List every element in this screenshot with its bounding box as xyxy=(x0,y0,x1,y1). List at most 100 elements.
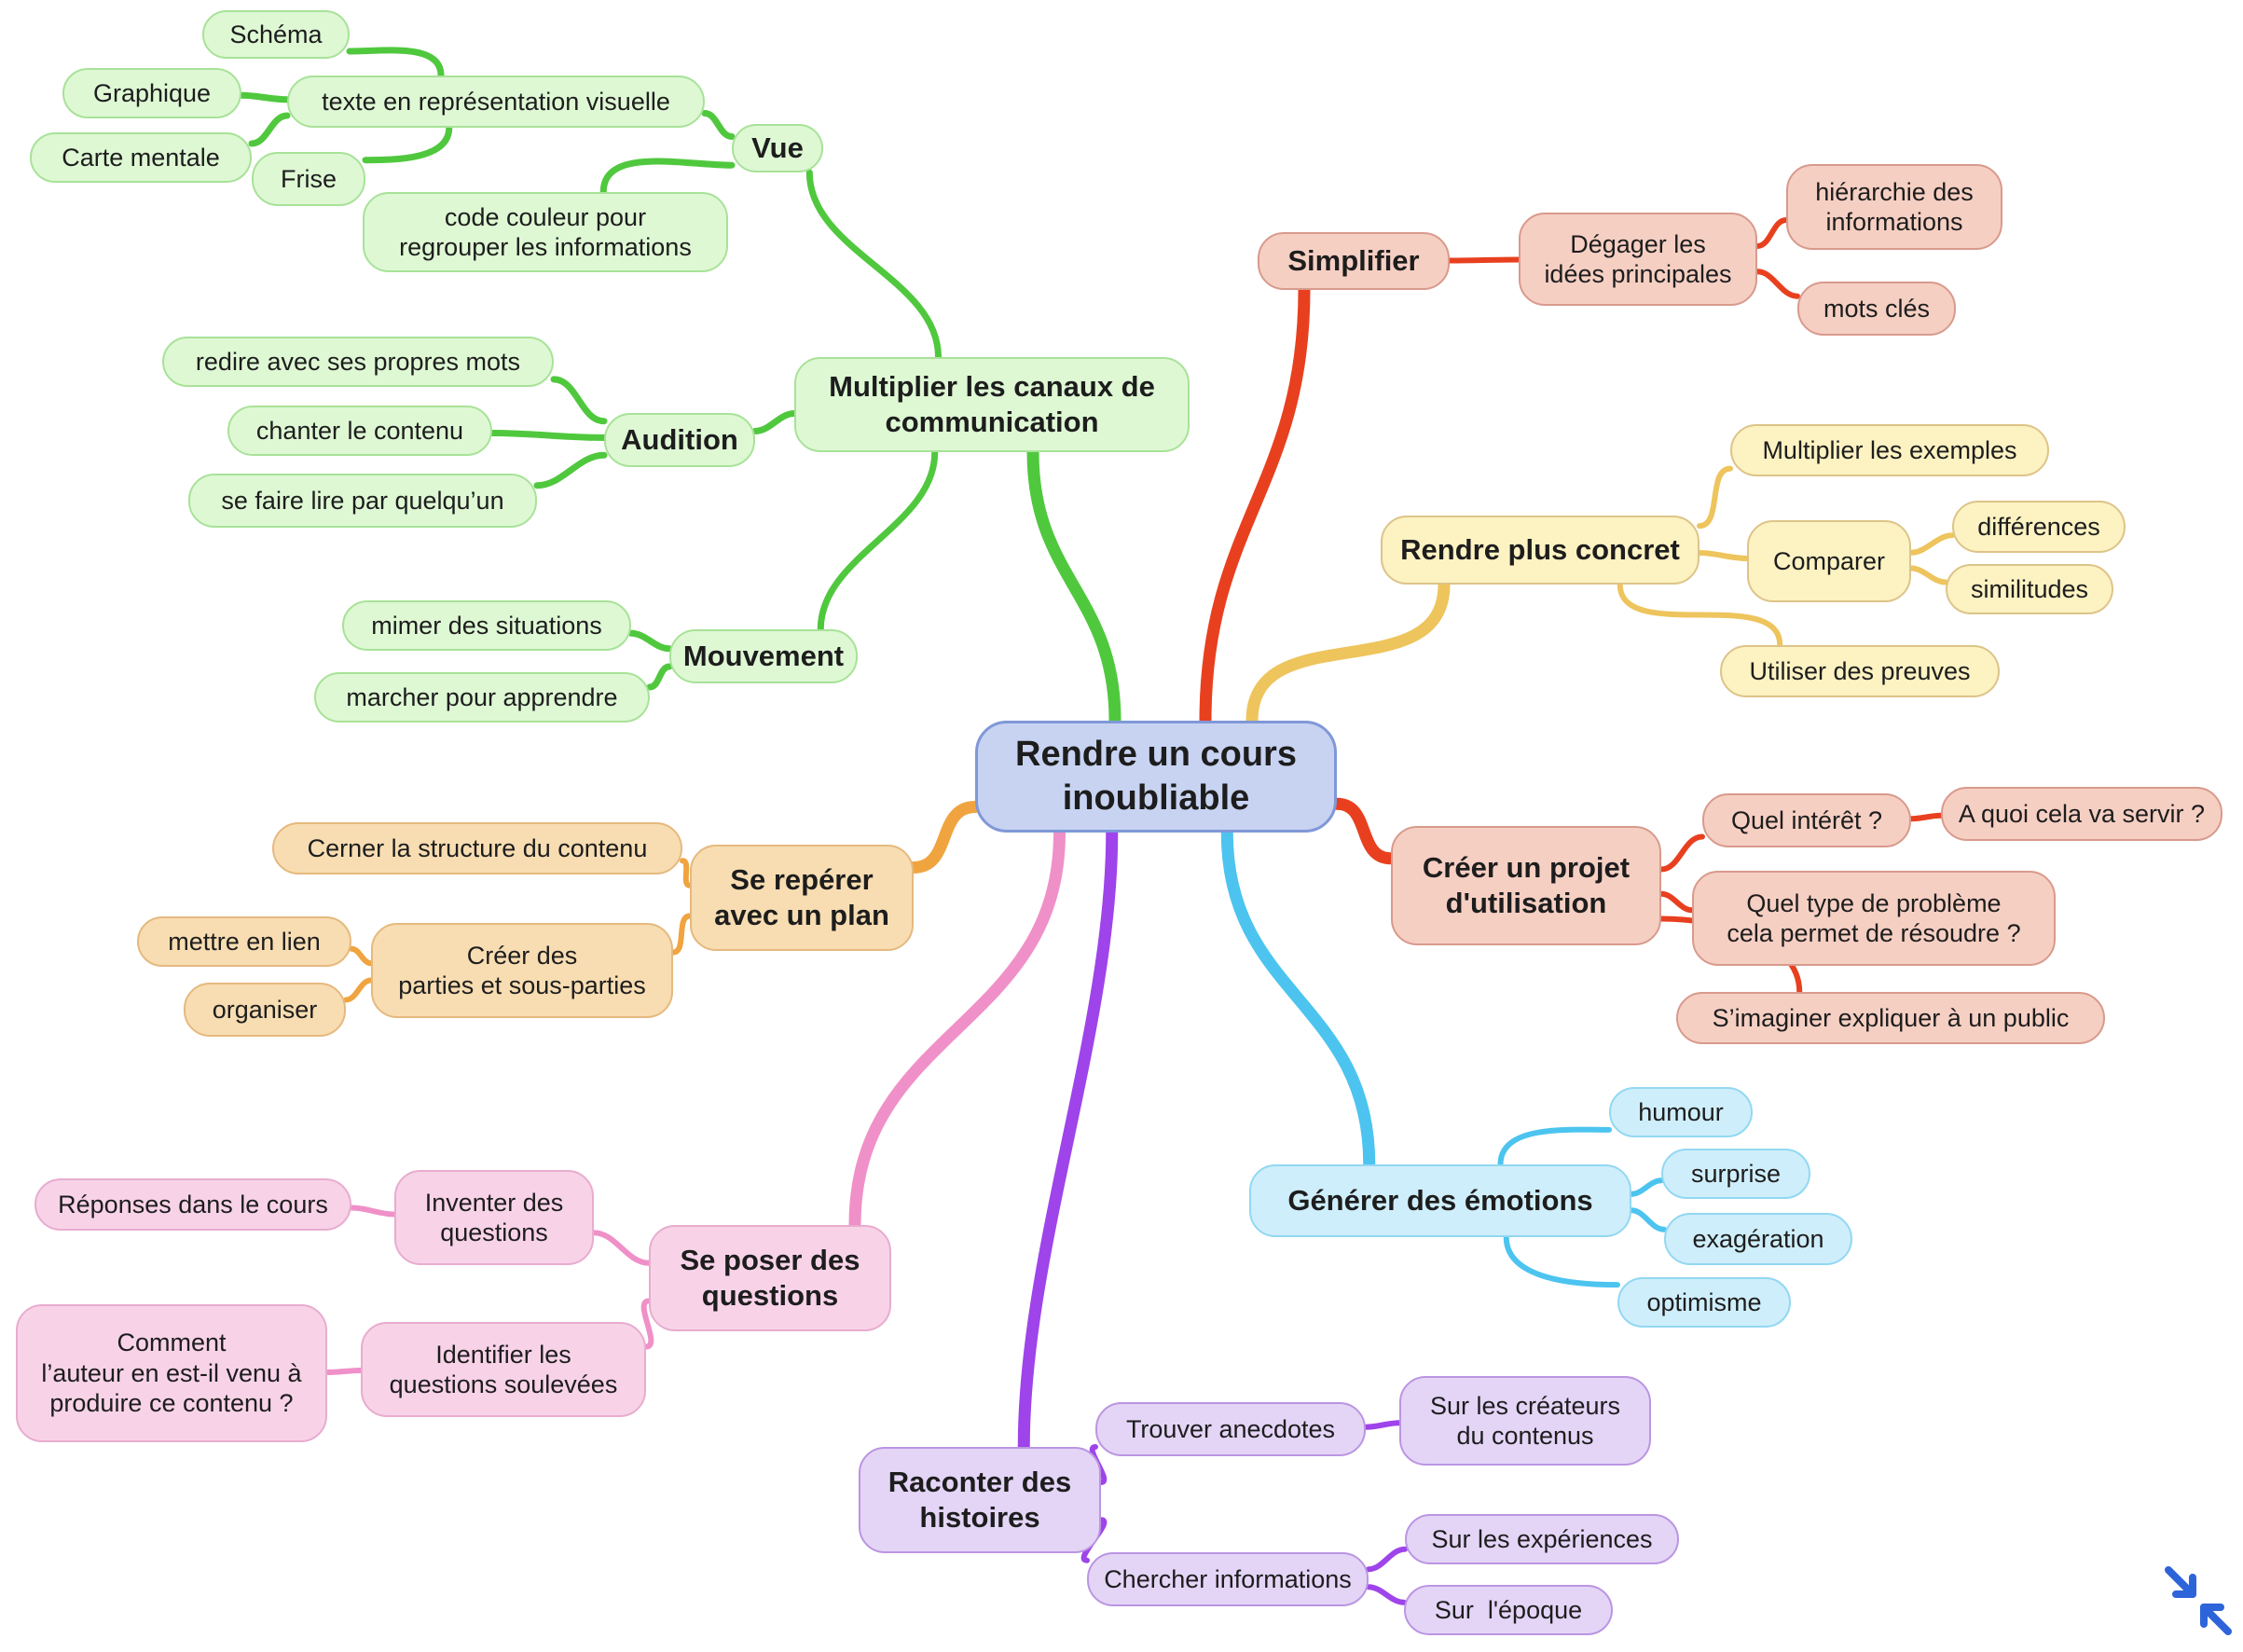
node-raconter[interactable]: Raconter des histoires xyxy=(859,1447,1101,1553)
connector-mouvement-mimer xyxy=(627,629,673,653)
node-identifier[interactable]: Identifier les questions soulevées xyxy=(361,1322,646,1417)
connector-audition-chanter xyxy=(489,430,608,441)
node-texte-visuel[interactable]: texte en représentation visuelle xyxy=(287,76,705,128)
node-experiences[interactable]: Sur les expériences xyxy=(1405,1514,1679,1564)
node-quel-type[interactable]: Quel type de problème cela permet de rés… xyxy=(1692,871,2056,966)
connector-trouver-createurs xyxy=(1363,1420,1402,1430)
node-center[interactable]: Rendre un cours inoubliable xyxy=(975,721,1337,833)
connector-chercher-experiences xyxy=(1366,1546,1408,1573)
node-frise[interactable]: Frise xyxy=(252,152,365,206)
node-optimisme[interactable]: optimisme xyxy=(1617,1277,1791,1328)
node-se-poser[interactable]: Se poser des questions xyxy=(649,1225,891,1331)
collapse-icon[interactable] xyxy=(2155,1555,2241,1645)
node-audition[interactable]: Audition xyxy=(604,413,755,467)
node-carte-mentale[interactable]: Carte mentale xyxy=(30,132,252,183)
connector-center-rendre-concret xyxy=(1245,578,1451,727)
node-graphique[interactable]: Graphique xyxy=(62,68,241,118)
node-rendre-concret[interactable]: Rendre plus concret xyxy=(1381,516,1699,585)
connector-center-raconter xyxy=(1017,826,1119,1453)
connector-simplifier-degager xyxy=(1447,256,1521,264)
node-se-faire-lire[interactable]: se faire lire par quelqu’un xyxy=(188,474,537,528)
node-creer-projet[interactable]: Créer un projet d'utilisation xyxy=(1391,826,1661,945)
node-vue[interactable]: Vue xyxy=(732,124,823,172)
connector-rendre-concret-utiliser-preuves xyxy=(1617,582,1783,648)
node-epoque[interactable]: Sur l'époque xyxy=(1404,1585,1613,1635)
connector-mouvement-marcher xyxy=(646,663,673,691)
node-redire[interactable]: redire avec ses propres mots xyxy=(162,337,554,387)
node-se-reperer[interactable]: Se repérer avec un plan xyxy=(690,845,914,951)
connector-multiplier-canaux-audition xyxy=(751,410,798,434)
node-exageration[interactable]: exagération xyxy=(1664,1213,1852,1265)
node-reponses[interactable]: Réponses dans le cours xyxy=(34,1178,351,1231)
node-mettre-lien[interactable]: mettre en lien xyxy=(137,916,351,967)
node-hierarchie[interactable]: hiérarchie des informations xyxy=(1786,164,2002,250)
node-humour[interactable]: humour xyxy=(1609,1087,1753,1137)
connector-quel-interet-a-quoi xyxy=(1908,812,1944,822)
node-code-couleur[interactable]: code couleur pour regrouper les informat… xyxy=(363,192,728,272)
connector-generer-emotions-exageration xyxy=(1629,1207,1667,1232)
node-simplifier[interactable]: Simplifier xyxy=(1258,232,1450,290)
connector-se-reperer-creer-parties xyxy=(670,913,693,956)
node-cerner[interactable]: Cerner la structure du contenu xyxy=(272,822,682,874)
node-similitudes[interactable]: similitudes xyxy=(1946,564,2113,614)
node-utiliser-preuves[interactable]: Utiliser des preuves xyxy=(1720,645,2000,697)
connector-texte-visuel-schema xyxy=(346,47,445,79)
arrow-down-right-shaft xyxy=(2165,1566,2196,1598)
node-differences[interactable]: différences xyxy=(1952,501,2126,553)
connector-rendre-concret-multiplier-exemples xyxy=(1697,465,1733,530)
connector-comparer-differences xyxy=(1908,532,1955,556)
connector-degager-hierarchie xyxy=(1754,217,1789,249)
node-createurs[interactable]: Sur les créateurs du contenus xyxy=(1399,1376,1651,1466)
connector-se-poser-identifier xyxy=(640,1298,654,1350)
connector-center-multiplier-canaux xyxy=(1026,446,1122,727)
connector-vue-code-couleur xyxy=(599,158,736,196)
node-marcher[interactable]: marcher pour apprendre xyxy=(314,672,650,723)
node-organiser[interactable]: organiser xyxy=(184,983,346,1037)
connector-creer-parties-organiser xyxy=(343,977,374,1003)
node-generer-emotions[interactable]: Générer des émotions xyxy=(1249,1164,1631,1237)
connector-generer-emotions-surprise xyxy=(1629,1177,1664,1197)
connector-creer-projet-quel-type xyxy=(1658,890,1695,914)
node-creer-parties[interactable]: Créer des parties et sous-parties xyxy=(371,923,673,1018)
node-chercher[interactable]: Chercher informations xyxy=(1087,1552,1369,1606)
node-mouvement[interactable]: Mouvement xyxy=(669,629,858,683)
node-comparer[interactable]: Comparer xyxy=(1747,520,1911,602)
connector-center-creer-projet xyxy=(1330,797,1397,865)
arrow-up-left-head xyxy=(2200,1604,2224,1628)
connector-se-poser-inventer xyxy=(591,1230,652,1266)
node-multiplier-canaux[interactable]: Multiplier les canaux de communication xyxy=(794,357,1190,452)
node-a-quoi[interactable]: A quoi cela va servir ? xyxy=(1941,787,2222,841)
node-mimer[interactable]: mimer des situations xyxy=(342,600,631,651)
connector-texte-visuel-graphique xyxy=(238,91,291,103)
node-schema[interactable]: Schéma xyxy=(202,10,350,59)
connector-generer-emotions-humour xyxy=(1497,1126,1612,1167)
node-inventer[interactable]: Inventer des questions xyxy=(394,1170,594,1265)
connector-texte-visuel-frise xyxy=(362,124,453,164)
connector-rendre-concret-comparer xyxy=(1697,550,1750,561)
node-mots-cles[interactable]: mots clés xyxy=(1797,282,1956,336)
connector-generer-emotions-optimisme xyxy=(1503,1234,1620,1288)
connector-center-se-reperer xyxy=(907,801,982,874)
node-chanter[interactable]: chanter le contenu xyxy=(227,406,492,456)
connector-multiplier-canaux-mouvement xyxy=(817,448,939,633)
node-surprise[interactable]: surprise xyxy=(1661,1149,1810,1199)
connector-audition-redire xyxy=(550,376,608,425)
connector-chercher-epoque xyxy=(1366,1584,1407,1605)
node-multiplier-exemples[interactable]: Multiplier les exemples xyxy=(1730,424,2049,476)
connector-degager-mots-cles xyxy=(1754,268,1800,299)
connector-audition-se-faire-lire xyxy=(533,451,608,489)
connector-multiplier-canaux-vue xyxy=(805,169,942,361)
node-degager[interactable]: Dégager les idées principales xyxy=(1519,213,1757,306)
node-comment[interactable]: Comment l’auteur en est-il venu à produi… xyxy=(16,1304,327,1442)
connector-vue-texte-visuel xyxy=(701,110,736,140)
connector-center-simplifier xyxy=(1199,283,1311,727)
connector-inventer-reponses xyxy=(349,1205,397,1218)
arrow-down-right-head xyxy=(2172,1574,2196,1598)
node-trouver[interactable]: Trouver anecdotes xyxy=(1095,1402,1366,1456)
node-s-imaginer[interactable]: S’imaginer expliquer à un public xyxy=(1676,992,2105,1044)
connector-se-reperer-cerner xyxy=(680,858,693,888)
connector-identifier-comment xyxy=(324,1368,364,1375)
node-quel-interet[interactable]: Quel intérêt ? xyxy=(1702,793,1911,847)
